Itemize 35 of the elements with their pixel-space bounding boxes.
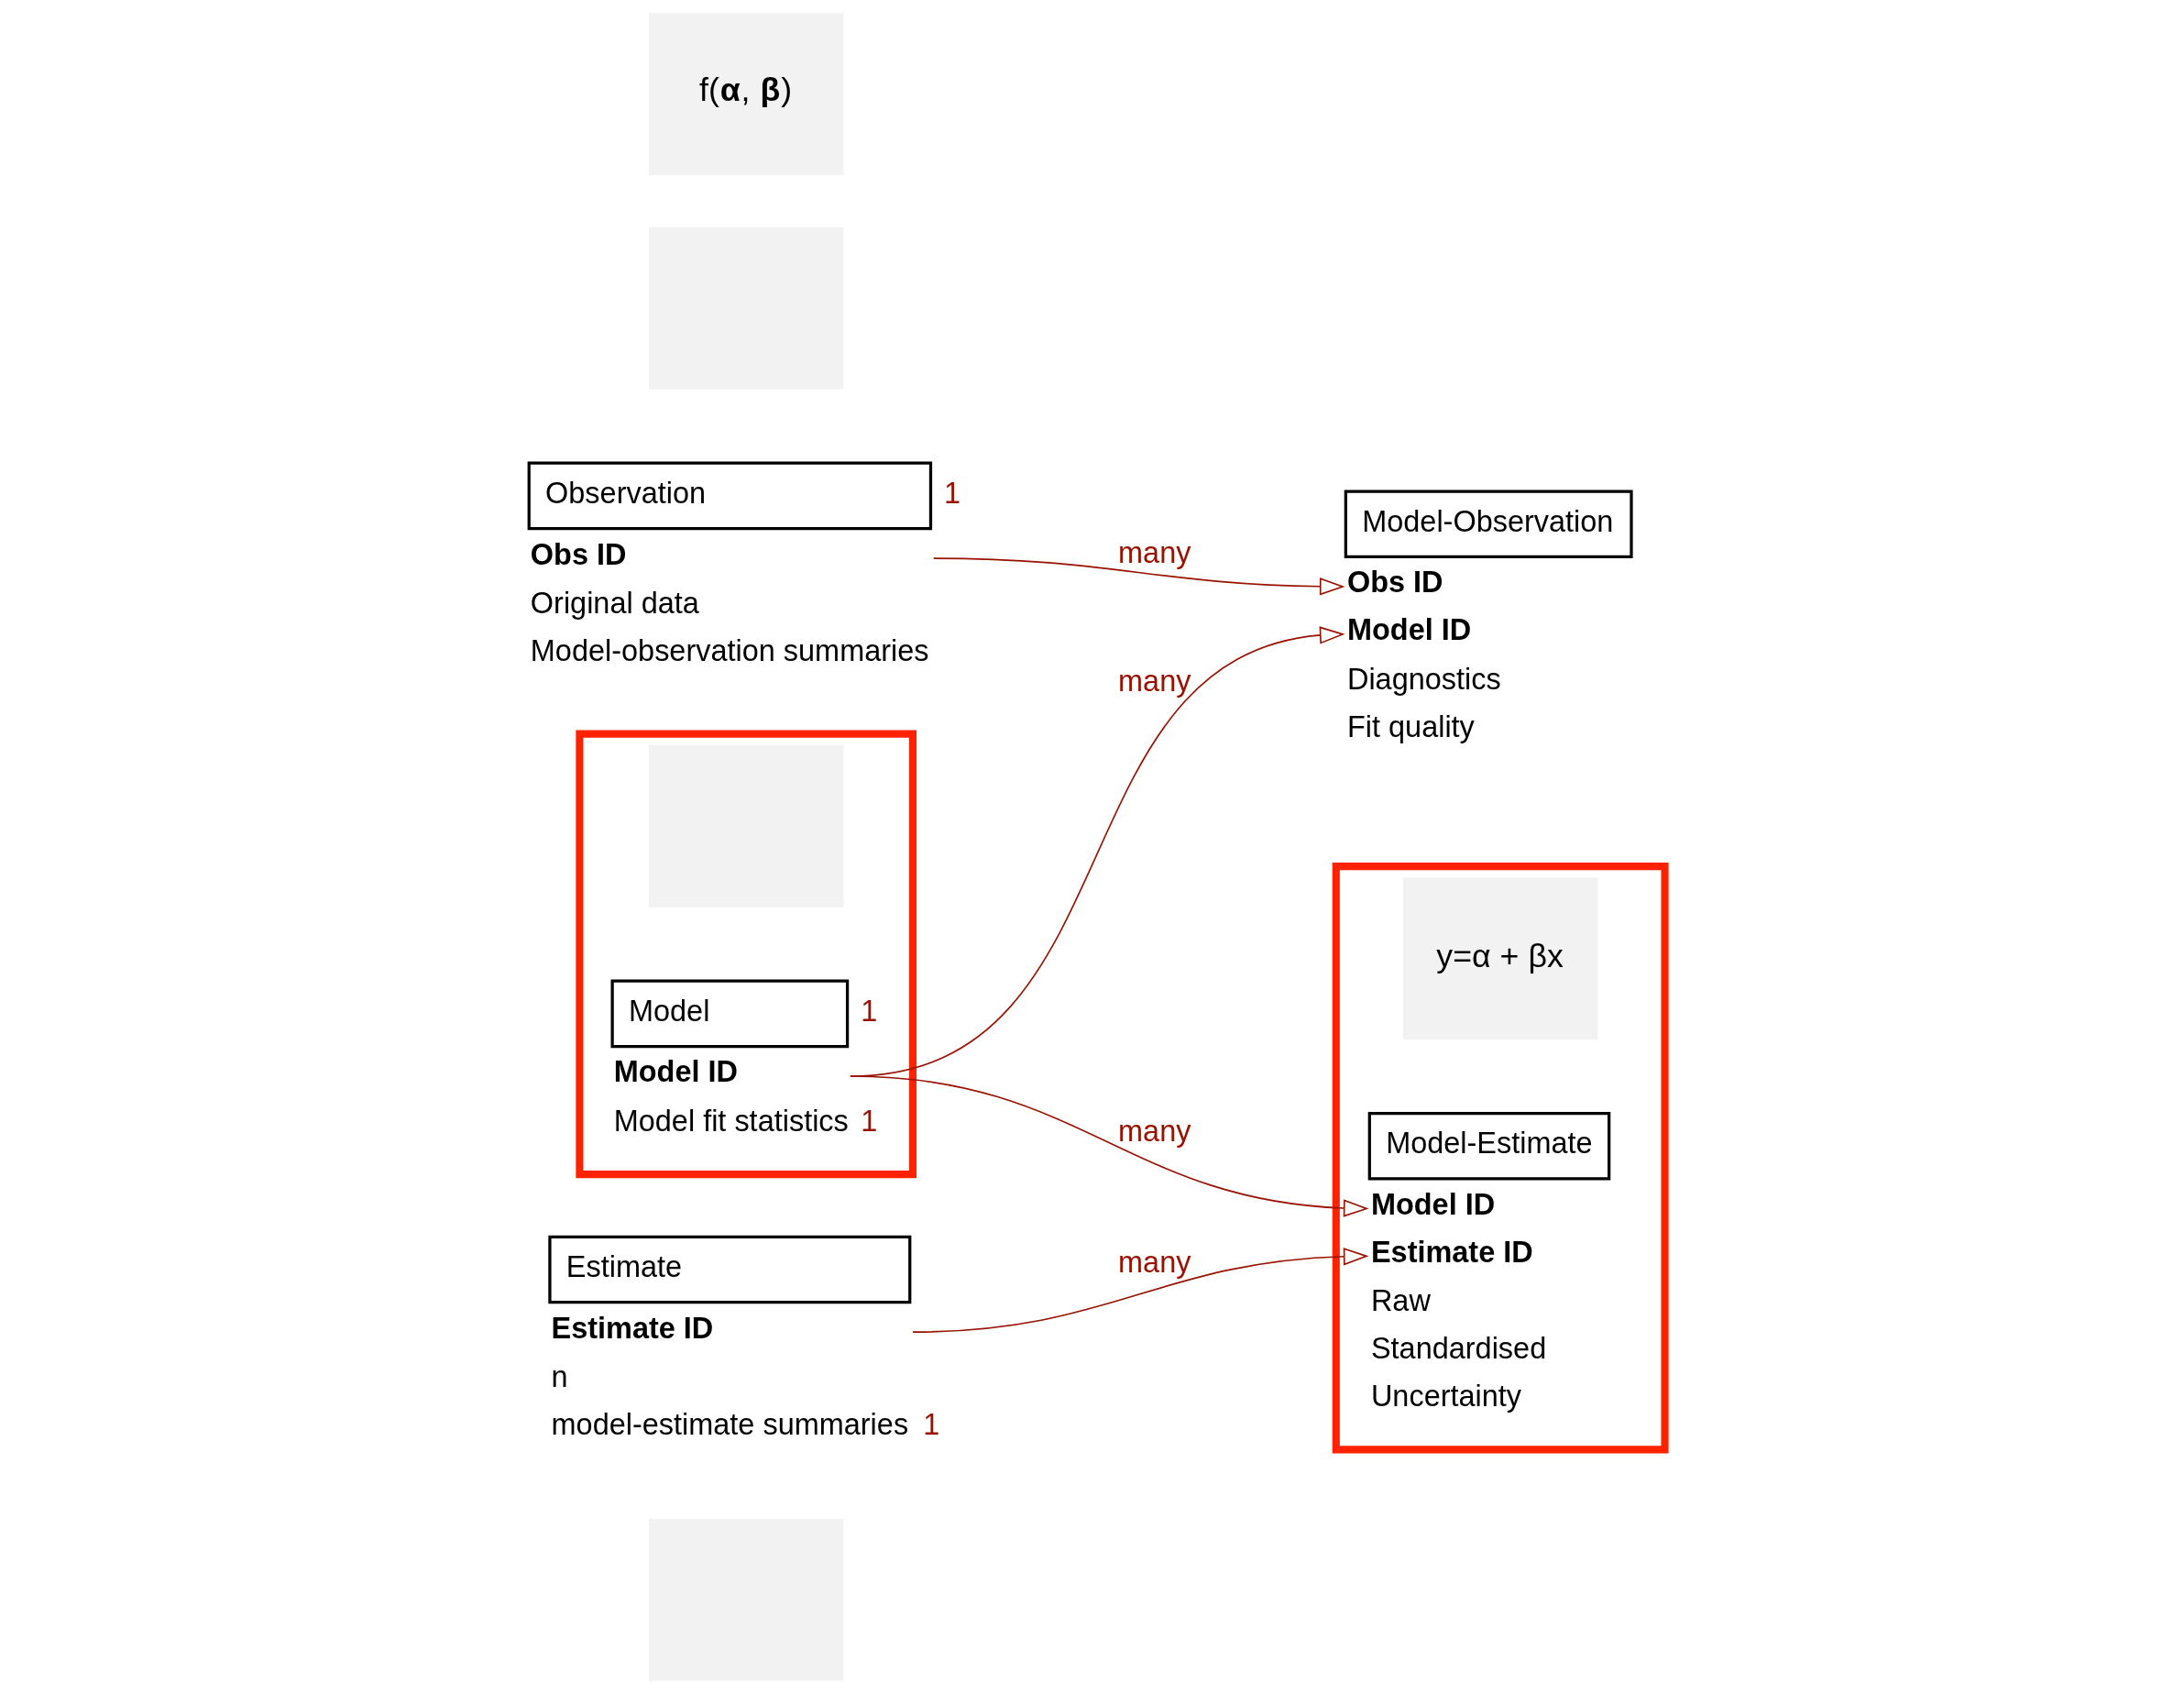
node-label: 1 [860, 994, 877, 1028]
node-label: Standardised [1370, 1332, 1546, 1366]
node-label: Obs ID [530, 537, 626, 571]
node-label: model-estimate summaries [551, 1408, 908, 1442]
node-label: Obs ID [1346, 566, 1443, 600]
arrow [911, 1248, 1369, 1333]
node-box: Model [610, 979, 849, 1049]
node-label: 1 [922, 1408, 939, 1442]
node-label: Model-observation summaries [530, 634, 929, 668]
node-box: Model-Observation [1344, 490, 1633, 559]
node-label: Model ID [1370, 1187, 1495, 1221]
cluster [1332, 863, 1669, 1454]
node-box: Model-Estimate [1367, 1111, 1610, 1181]
node-label: Model ID [1346, 613, 1471, 647]
node-label: Diagnostics [1346, 662, 1501, 696]
edge-label: many [1117, 1246, 1191, 1280]
node-label: Estimate ID [551, 1311, 713, 1345]
node-label: Original data [530, 587, 699, 621]
node-label: 1 [860, 1105, 877, 1138]
edge-label: many [1117, 535, 1191, 569]
node-label: Fit quality [1346, 710, 1475, 743]
node-label: Uncertainty [1370, 1380, 1521, 1414]
node-label: Model ID [613, 1055, 738, 1089]
arrow [932, 557, 1345, 596]
node-label: 1 [943, 477, 960, 511]
edge-label: many [1117, 664, 1191, 698]
node-label: Raw [1370, 1284, 1431, 1318]
node-label: Estimate ID [1370, 1235, 1533, 1269]
node-label: Model fit statistics [613, 1105, 849, 1138]
node-box: Observation [527, 461, 932, 531]
cluster [575, 730, 916, 1179]
edge-label: many [1117, 1115, 1191, 1149]
node-label: n [551, 1360, 568, 1394]
arrow [849, 1075, 1369, 1217]
node-box: Estimate [547, 1235, 911, 1304]
